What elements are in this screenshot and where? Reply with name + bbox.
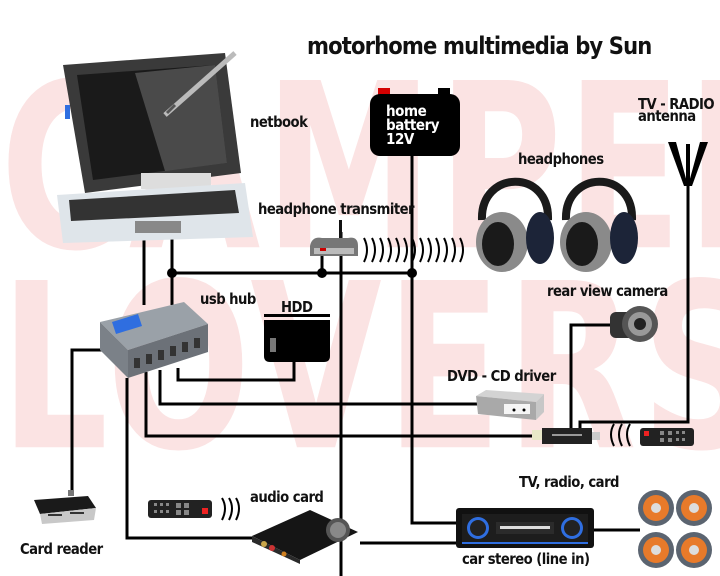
battery-icon[interactable]	[368, 82, 464, 162]
tv-tuner-label: TV, radio, card	[519, 473, 620, 491]
antenna-icon[interactable]	[664, 140, 712, 190]
wire-hub-hdd	[176, 362, 296, 382]
wire-hub-dvd	[158, 370, 480, 406]
camera-icon[interactable]	[608, 304, 660, 346]
transmitter-label: headphone transmiter	[258, 200, 415, 218]
headphones-label: headphones	[518, 150, 604, 168]
car-stereo-label: car stereo (line in)	[462, 550, 590, 568]
battery-label-line2: battery	[386, 116, 440, 134]
hdd-icon[interactable]	[262, 314, 334, 364]
battery-label-line3: 12V	[386, 130, 414, 148]
wire-battery-stereo	[410, 155, 458, 525]
wire-hub-audiocard	[125, 378, 253, 540]
audio-card-label: audio card	[250, 488, 324, 506]
audio-card-icon[interactable]	[250, 508, 360, 564]
remote-control-icon[interactable]	[640, 426, 696, 448]
junction-dot	[407, 268, 417, 278]
diagram-title: motorhome multimedia by Sun	[307, 32, 652, 60]
junction-dot	[317, 268, 327, 278]
headphones-icon[interactable]	[470, 160, 640, 275]
remote-waves-icon	[221, 497, 240, 521]
battery-label: home battery 12V	[386, 102, 440, 148]
wireless-waves-icon	[363, 237, 464, 263]
car-stereo-icon[interactable]	[456, 508, 594, 548]
battery-label-line1: home	[386, 102, 427, 120]
antenna-label-line1: TV - RADIO	[638, 95, 715, 113]
transmitter-icon[interactable]	[308, 218, 360, 260]
remote-control-icon[interactable]	[148, 498, 214, 522]
card-reader-icon[interactable]	[30, 490, 100, 526]
junction-dot	[167, 268, 177, 278]
antenna-label-line2: antenna	[638, 107, 696, 125]
wire-antenna-tuner	[578, 160, 690, 430]
dvd-drive-icon[interactable]	[474, 388, 546, 424]
wire-camera-tuner	[569, 323, 614, 428]
dvd-label: DVD - CD driver	[447, 367, 556, 385]
usb-hub-label: usb hub	[200, 290, 256, 308]
antenna-label: TV - RADIO antenna	[638, 95, 715, 125]
tv-tuner-stick-icon[interactable]	[532, 426, 602, 446]
hdd-label: HDD	[281, 298, 313, 316]
rear-camera-label: rear view camera	[547, 282, 668, 300]
wire-hub-tuner	[144, 372, 534, 438]
card-reader-label: Card reader	[20, 540, 103, 558]
speakers-icon[interactable]	[638, 486, 716, 574]
usb-hub-icon[interactable]	[98, 300, 212, 380]
wire-hub-cardreader	[70, 348, 104, 496]
remote-waves-icon	[610, 423, 631, 447]
netbook-icon[interactable]	[55, 45, 255, 245]
netbook-label: netbook	[250, 113, 308, 131]
